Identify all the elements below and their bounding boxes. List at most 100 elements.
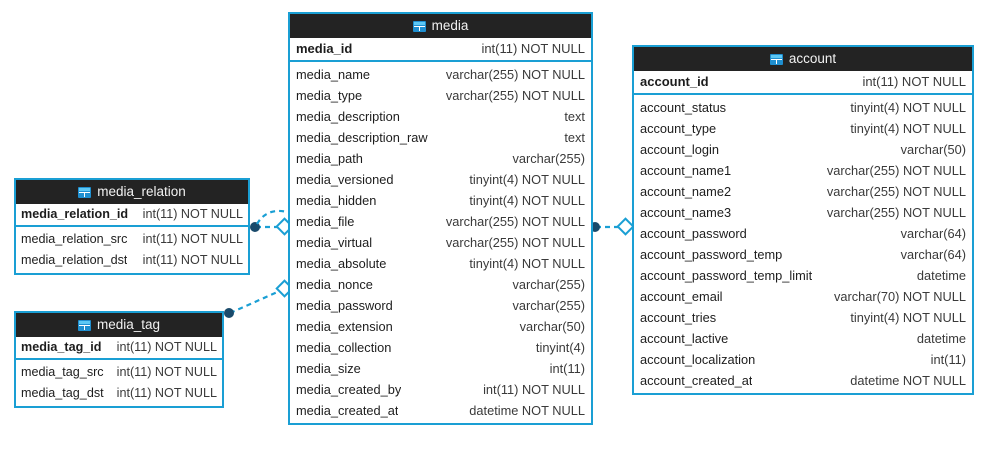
table-icon [769, 53, 783, 65]
column-name: media_description [296, 109, 400, 124]
column-type: varchar(255) [512, 151, 585, 166]
table-icon [78, 186, 92, 198]
table-row: media_virtual varchar(255) NOT NULL [290, 232, 591, 253]
column-name: media_collection [296, 340, 392, 355]
column-type: varchar(255) NOT NULL [826, 205, 966, 220]
column-type: varchar(64) [900, 247, 966, 262]
relationship-media_relation-media-secondary[interactable] [256, 209, 288, 225]
table-title: media [431, 18, 469, 33]
relationship-line [229, 288, 283, 315]
table-icon [412, 20, 426, 32]
column-type: datetime [916, 268, 966, 283]
primary-key-row: media_id int(11) NOT NULL [290, 38, 591, 62]
primary-key-row: account_id int(11) NOT NULL [634, 71, 972, 95]
table-row: media_type varchar(255) NOT NULL [290, 85, 591, 106]
column-type: int(11) NOT NULL [116, 365, 217, 379]
column-type: varchar(255) NOT NULL [445, 214, 585, 229]
table-row: account_tries tinyint(4) NOT NULL [634, 307, 972, 328]
table-header-media: media [290, 14, 591, 38]
column-name: media_hidden [296, 193, 377, 208]
entity-table-media_tag[interactable]: media_tag media_tag_id int(11) NOT NULL … [14, 311, 224, 408]
column-type: varchar(255) NOT NULL [445, 67, 585, 82]
column-type: tinyint(4) NOT NULL [469, 193, 585, 208]
column-type: tinyint(4) NOT NULL [469, 256, 585, 271]
column-type: int(11) [930, 352, 966, 367]
table-header-media_tag: media_tag [16, 313, 222, 337]
filled-circle-marker [224, 308, 234, 318]
entity-table-media_relation[interactable]: media_relation media_relation_id int(11)… [14, 178, 250, 275]
column-type: tinyint(4) [535, 340, 585, 355]
column-name: media_type [296, 88, 363, 103]
column-name: media_absolute [296, 256, 387, 271]
relationship-media_tag-media[interactable] [224, 279, 294, 318]
relationship-media_relation-media[interactable] [250, 217, 294, 236]
table-row: media_hidden tinyint(4) NOT NULL [290, 190, 591, 211]
column-name: media_created_by [296, 382, 402, 397]
column-type: text [564, 130, 585, 145]
column-name: account_id [640, 74, 709, 89]
column-type: int(11) NOT NULL [142, 232, 243, 246]
entity-table-account[interactable]: account account_id int(11) NOT NULL acco… [632, 45, 974, 395]
column-name: media_virtual [296, 235, 373, 250]
column-type: varchar(255) NOT NULL [445, 235, 585, 250]
column-type: varchar(255) [512, 277, 585, 292]
column-type: int(11) [549, 361, 585, 376]
table-row: account_status tinyint(4) NOT NULL [634, 97, 972, 118]
column-name: media_tag_src [21, 365, 104, 379]
table-row: media_versioned tinyint(4) NOT NULL [290, 169, 591, 190]
column-type: int(11) NOT NULL [116, 340, 217, 354]
column-name: account_localization [640, 352, 756, 367]
entity-table-media[interactable]: media media_id int(11) NOT NULL media_na… [288, 12, 593, 425]
column-type: tinyint(4) NOT NULL [469, 172, 585, 187]
column-name: media_relation_src [21, 232, 128, 246]
column-name: media_tag_id [21, 340, 102, 354]
column-type: int(11) NOT NULL [481, 41, 585, 56]
relationship-media-account[interactable] [590, 217, 635, 236]
column-name: media_relation_id [21, 207, 129, 221]
table-header-account: account [634, 47, 972, 71]
column-name: account_status [640, 100, 727, 115]
column-type: varchar(255) [512, 298, 585, 313]
column-name: media_id [296, 41, 353, 56]
column-name: media_path [296, 151, 363, 166]
column-list: media_name varchar(255) NOT NULL media_ty… [290, 62, 591, 423]
column-type: varchar(255) NOT NULL [445, 88, 585, 103]
column-name: account_tries [640, 310, 717, 325]
column-name: media_versioned [296, 172, 394, 187]
column-type: int(11) NOT NULL [116, 386, 217, 400]
column-type: datetime NOT NULL [469, 403, 585, 418]
column-name: account_password [640, 226, 747, 241]
column-list: account_status tinyint(4) NOT NULL accoun… [634, 95, 972, 393]
column-type: tinyint(4) NOT NULL [850, 310, 966, 325]
column-type: varchar(50) [900, 142, 966, 157]
column-name: account_password_temp_limit [640, 268, 813, 283]
column-type: int(11) NOT NULL [142, 207, 243, 221]
table-row: media_tag_src int(11) NOT NULL [16, 362, 222, 383]
table-icon [77, 319, 91, 331]
table-row: account_localization int(11) [634, 349, 972, 370]
column-name: media_tag_dst [21, 386, 104, 400]
table-title: account [788, 51, 837, 66]
primary-key-row: media_relation_id int(11) NOT NULL [16, 204, 248, 227]
column-name: media_name [296, 67, 370, 82]
column-type: tinyint(4) NOT NULL [850, 100, 966, 115]
diamond-marker [616, 217, 635, 236]
column-type: int(11) NOT NULL [862, 74, 966, 89]
table-title: media_tag [96, 317, 161, 332]
column-name: media_extension [296, 319, 393, 334]
column-type: text [564, 109, 585, 124]
column-type: datetime NOT NULL [850, 373, 966, 388]
table-row: media_absolute tinyint(4) NOT NULL [290, 253, 591, 274]
